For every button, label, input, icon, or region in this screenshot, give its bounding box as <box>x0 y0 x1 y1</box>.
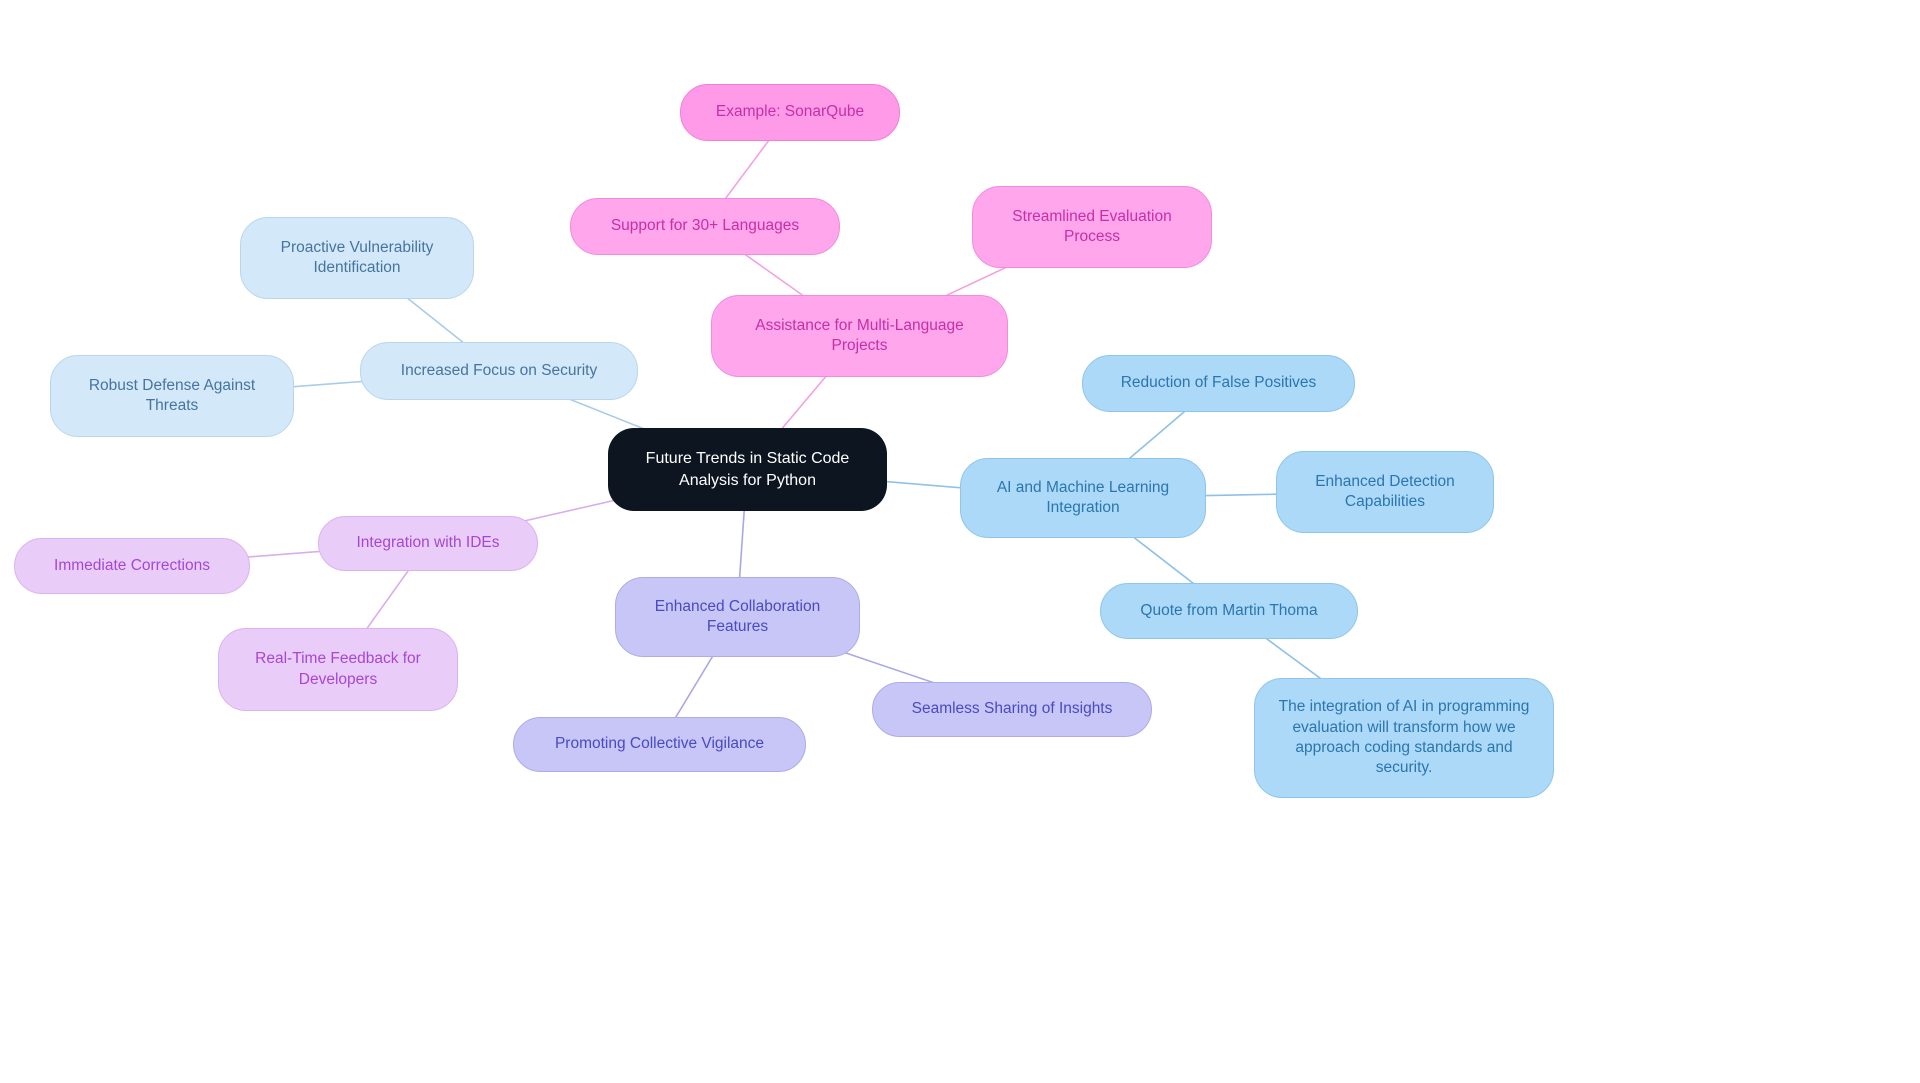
node-label: AI and Machine Learning Integration <box>996 478 1170 516</box>
node-central-topic: Future Trends in Static Code Analysis fo… <box>608 428 887 511</box>
node-real-time-feedback: Real-Time Feedback for Developers <box>218 628 458 711</box>
node-enhanced-detection: Enhanced Detection Capabilities <box>1276 451 1494 533</box>
node-quote-text: The integration of AI in programming eva… <box>1254 678 1554 798</box>
node-label: Example: SonarQube <box>715 103 865 121</box>
node-label: Streamlined Evaluation Process <box>1012 207 1172 245</box>
node-promoting-vigilance: Promoting Collective Vigilance <box>513 717 806 772</box>
node-label: Integration with IDEs <box>356 534 500 552</box>
node-label: Enhanced Detection Capabilities <box>1315 472 1455 510</box>
node-support-30-languages: Support for 30+ Languages <box>570 198 840 255</box>
node-label: The integration of AI in programming eva… <box>1278 698 1530 777</box>
node-label: Support for 30+ Languages <box>610 217 800 235</box>
node-label: Promoting Collective Vigilance <box>554 735 765 753</box>
node-label: Proactive Vulnerability Identification <box>280 238 434 276</box>
node-label: Robust Defense Against Threats <box>88 376 256 414</box>
node-label: Enhanced Collaboration Features <box>654 597 821 635</box>
node-label: Assistance for Multi-Language Projects <box>755 316 964 354</box>
node-integration-ides: Integration with IDEs <box>318 516 538 571</box>
node-label: Quote from Martin Thoma <box>1140 601 1318 619</box>
node-label: Real-Time Feedback for Developers <box>255 650 421 688</box>
node-immediate-corrections: Immediate Corrections <box>14 538 250 594</box>
node-ai-ml-integration: AI and Machine Learning Integration <box>960 458 1206 538</box>
node-assistance-multi-language: Assistance for Multi-Language Projects <box>711 295 1008 377</box>
node-label: Seamless Sharing of Insights <box>911 700 1113 718</box>
node-label: Reduction of False Positives <box>1120 374 1317 392</box>
node-robust-defense: Robust Defense Against Threats <box>50 355 294 437</box>
node-quote-martin-thoma: Quote from Martin Thoma <box>1100 583 1358 639</box>
node-seamless-sharing: Seamless Sharing of Insights <box>872 682 1152 737</box>
node-enhanced-collaboration: Enhanced Collaboration Features <box>615 577 860 657</box>
node-streamlined-evaluation: Streamlined Evaluation Process <box>972 186 1212 268</box>
node-reduction-false-positives: Reduction of False Positives <box>1082 355 1355 412</box>
node-example-sonarqube: Example: SonarQube <box>680 84 900 141</box>
node-label: Increased Focus on Security <box>400 361 598 379</box>
node-label: Immediate Corrections <box>54 556 210 574</box>
node-label: Future Trends in Static Code Analysis fo… <box>645 450 850 489</box>
node-proactive-vulnerability: Proactive Vulnerability Identification <box>240 217 474 299</box>
node-increased-focus-security: Increased Focus on Security <box>360 342 638 400</box>
